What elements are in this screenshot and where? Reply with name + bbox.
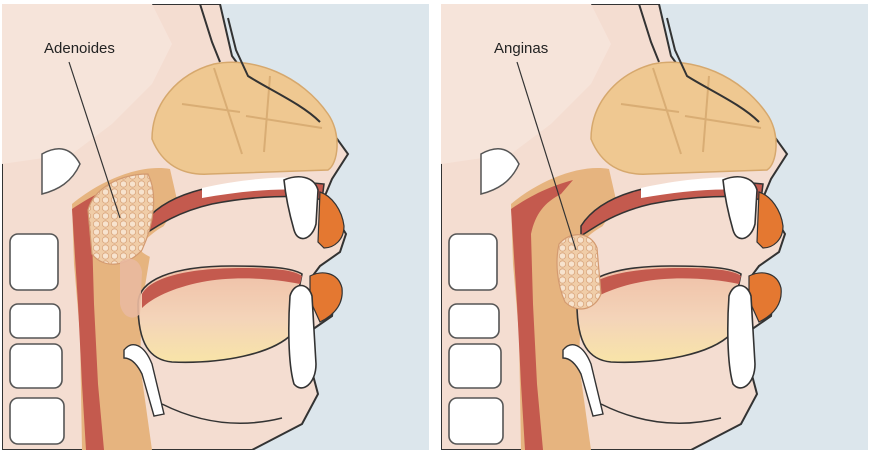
- panel-anginas: Anginas: [441, 4, 868, 450]
- head-cross-section-anginas: [441, 4, 868, 450]
- tonsils-structure: [557, 235, 601, 309]
- adenoides-label: Adenoides: [44, 40, 115, 57]
- head-cross-section-adenoides: [2, 4, 429, 450]
- anginas-label: Anginas: [494, 40, 548, 57]
- panel-adenoides: Adenoides: [2, 4, 429, 450]
